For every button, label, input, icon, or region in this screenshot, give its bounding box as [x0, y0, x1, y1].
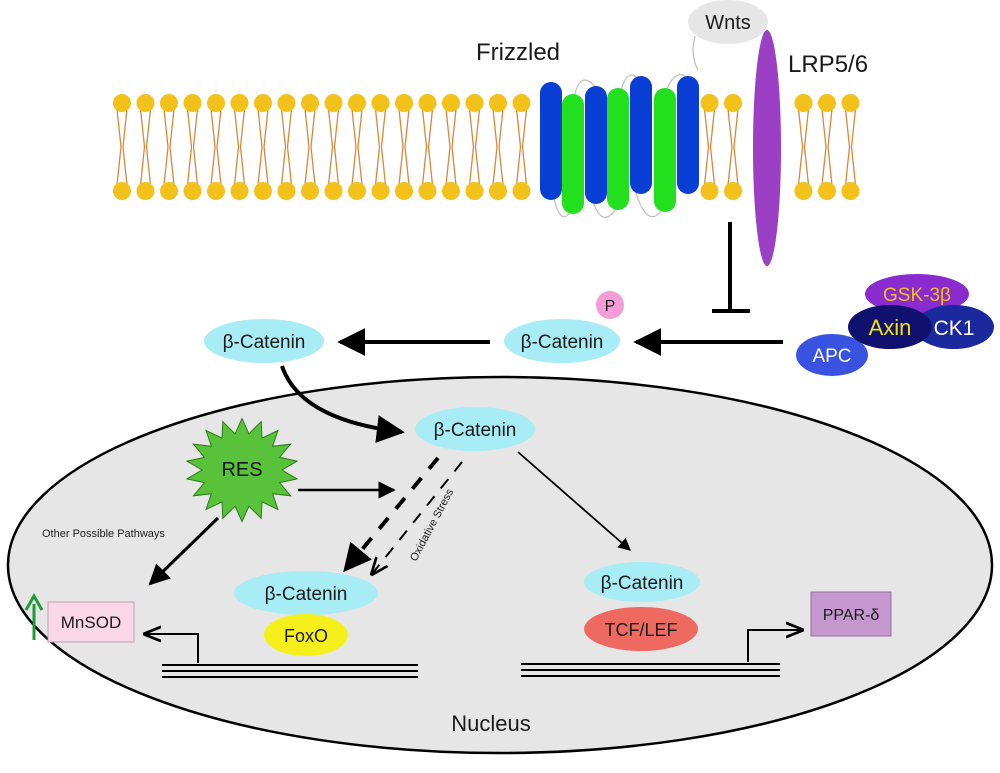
lipid-head [113, 182, 131, 200]
lipid-head [794, 182, 813, 200]
lipid-head [371, 182, 390, 200]
beta-catenin-nuclear [415, 407, 535, 451]
lipid-head [207, 182, 225, 200]
axin-protein [848, 305, 932, 349]
lipid-head [724, 182, 742, 200]
beta-catenin-foxo-label: β-Catenin [265, 584, 348, 605]
ppar-label: PPAR-δ [823, 607, 880, 624]
lipid-head [230, 94, 249, 112]
foxo-label: FoxO [284, 626, 328, 646]
apc-label: APC [812, 346, 851, 367]
axin-label: Axin [869, 315, 912, 340]
lipid-head [254, 94, 272, 112]
tcf-lef-label: TCF/LEF [604, 620, 677, 640]
beta-catenin-nuclear-label: β-Catenin [434, 420, 517, 441]
lipid-head [207, 94, 225, 112]
tcf-lef-factor [584, 607, 698, 651]
lrp-label: LRP5/6 [788, 51, 868, 78]
lipid-head [136, 94, 155, 112]
lipid-head [841, 182, 860, 200]
arrow-catenin-to-nucleus [280, 365, 405, 443]
lipid-head [442, 182, 460, 200]
mnsod-label: MnSOD [61, 613, 121, 632]
beta-catenin-cytoplasmic-label: β-Catenin [223, 332, 306, 353]
lipid-head [160, 182, 178, 200]
lipid-head [183, 182, 202, 200]
ck1-protein [914, 305, 994, 349]
lipid-head [512, 182, 531, 200]
dna-left [162, 664, 418, 678]
lipid-head [818, 182, 836, 200]
lipid-head [465, 182, 484, 200]
ppar-box [810, 591, 892, 637]
apc-protein [796, 334, 868, 376]
mnsod-box [47, 601, 135, 643]
lipid-head [371, 94, 390, 112]
lipid-head [465, 94, 484, 112]
lipid-head [512, 94, 531, 112]
phosphate-label: P [605, 298, 616, 315]
lipid-head [700, 94, 719, 112]
lipid-head [395, 182, 413, 200]
lipid-head [724, 94, 742, 112]
destruction-complex: GSK-3β APC CK1 Axin [796, 274, 994, 376]
lipid-head [113, 94, 131, 112]
lipid-head [489, 182, 507, 200]
beta-catenin-phosphorylated [504, 319, 620, 363]
lipid-head [160, 94, 178, 112]
gsk3b-protein [865, 274, 969, 314]
gsk3b-label: GSK-3β [883, 285, 951, 306]
res-label: RES [221, 459, 262, 481]
arrow-res-to-mnsod [148, 516, 220, 586]
phosphate-group [596, 291, 624, 319]
lrp-receptor [753, 30, 781, 266]
frizzled-label: Frizzled [476, 39, 560, 66]
frizzled-receptor [540, 74, 699, 218]
lipid-head [301, 182, 319, 200]
wnts-ligand [688, 0, 768, 44]
lipid-head [418, 182, 437, 200]
dashed-arrow-thin [372, 461, 463, 574]
lipid-head [841, 94, 860, 112]
beta-catenin-foxo [234, 571, 378, 615]
transcription-arrow-mnsod [145, 634, 199, 663]
beta-catenin-tcf [584, 562, 700, 602]
other-pathways-label: Other Possible Pathways [42, 528, 165, 540]
lipid-head [301, 94, 319, 112]
lipid-head [348, 182, 366, 200]
dna-right [521, 663, 780, 677]
arrow-catenin-to-tcf [517, 451, 631, 551]
ck1-label: CK1 [934, 317, 975, 340]
lipid-head [230, 182, 249, 200]
lipid-head [442, 94, 460, 112]
lipid-head [489, 94, 507, 112]
transcription-arrow-ppar [747, 630, 802, 662]
lipid-head [348, 94, 366, 112]
lipid-head [418, 94, 437, 112]
lipid-head [324, 94, 343, 112]
lipid-bilayer [113, 94, 860, 200]
lipid-head [395, 94, 413, 112]
foxo-factor [264, 614, 348, 656]
lipid-head [794, 94, 813, 112]
nucleus-label: Nucleus [451, 711, 530, 736]
lipid-head [277, 182, 296, 200]
lipid-head [700, 182, 719, 200]
lipid-head [136, 182, 155, 200]
lipid-head [277, 94, 296, 112]
lipid-head [324, 182, 343, 200]
up-arrow-icon [24, 592, 44, 611]
beta-catenin-phosphorylated-label: β-Catenin [521, 332, 604, 353]
lipid-head [254, 182, 272, 200]
lipid-head [183, 94, 202, 112]
wnts-label: Wnts [705, 12, 751, 34]
beta-catenin-tcf-label: β-Catenin [601, 573, 684, 594]
lipid-head [818, 94, 836, 112]
beta-catenin-cytoplasmic [204, 319, 324, 363]
res-starburst [185, 417, 299, 523]
